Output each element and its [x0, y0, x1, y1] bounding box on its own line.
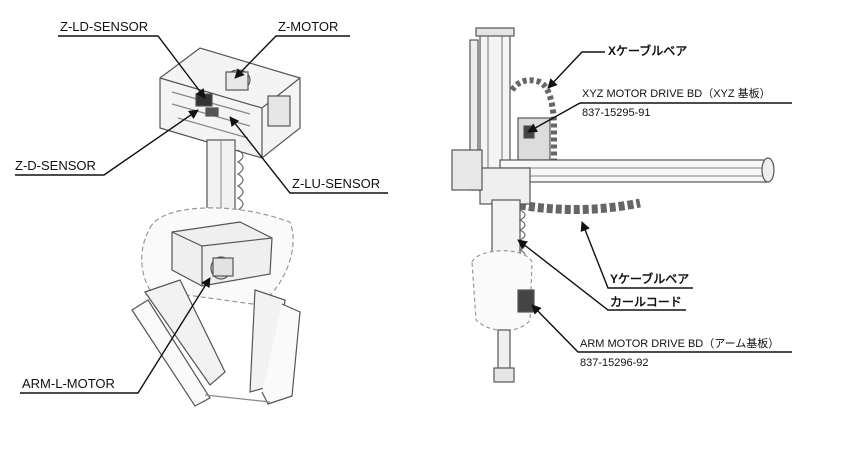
- label-curl-cord: カールコード: [610, 295, 682, 309]
- label-arm-part-number: 837-15296-92: [580, 357, 649, 369]
- z-arm-unit-illustration: [131, 47, 301, 407]
- label-z-motor: Z-MOTOR: [278, 19, 339, 34]
- label-z-d-sensor: Z-D-SENSOR: [15, 158, 96, 173]
- label-x-cable-bear: Xケーブルベア: [608, 44, 688, 58]
- label-arm-l-motor: ARM-L-MOTOR: [22, 376, 115, 391]
- xyz-gantry-illustration: [451, 27, 775, 383]
- left-leaders: [15, 35, 388, 394]
- label-xyz-part-number: 837-15295-91: [582, 107, 651, 119]
- label-z-ld-sensor: Z-LD-SENSOR: [60, 19, 149, 34]
- label-arm-motor-drive-board: ARM MOTOR DRIVE BD（アーム基板）: [580, 338, 780, 350]
- label-z-lu-sensor: Z-LU-SENSOR: [292, 176, 381, 191]
- right-leaders: [517, 51, 792, 353]
- label-y-cable-bear: Yケーブルベア: [610, 272, 690, 286]
- label-xyz-motor-drive-board: XYZ MOTOR DRIVE BD（XYZ 基板）: [582, 88, 771, 100]
